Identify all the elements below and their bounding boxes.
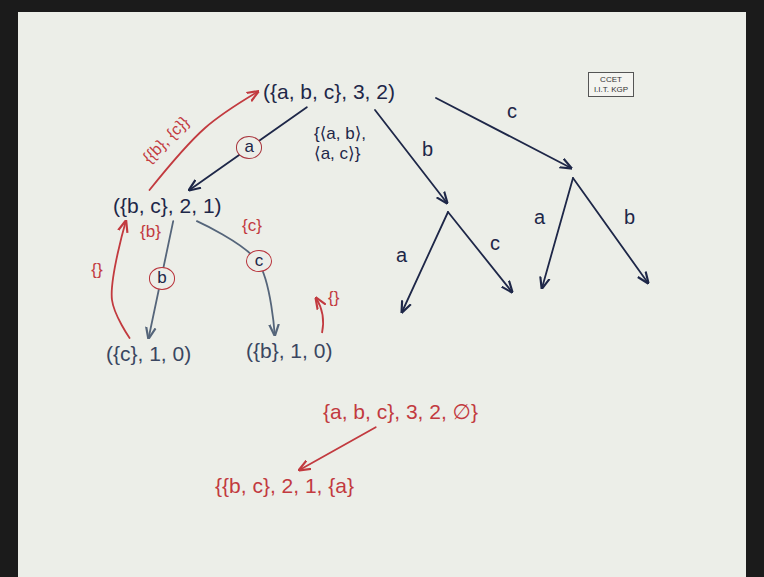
state-tuple: ({c}, 1, 0) [101,338,196,369]
branch-letter: b [420,138,435,161]
circled-move: b [149,267,176,290]
state-tuple: ({a, b, c}, 3, 2) [258,76,400,107]
node-text: CCET I.I.T. KGP [592,75,630,94]
tree-edge [189,107,306,190]
node-text: {{b, c}, 2, 1, {a} [215,473,354,498]
branch-line [436,98,571,168]
return-arrow [316,298,323,333]
logo-box: CCET I.I.T. KGP [588,72,634,97]
branch-letter: c [505,100,519,123]
node-text: ({b, c}, 2, 1) [113,193,222,218]
tree-edge [112,221,130,338]
tree-edge [299,427,375,470]
branch-line [542,178,573,288]
branch-letter: c [488,232,502,255]
node-text: ({a, b, c}, 3, 2) [263,79,395,104]
branch-line [375,110,447,203]
branch-line [573,178,648,283]
branch-letter: a [532,206,547,229]
whiteboard [18,12,746,577]
return-note: {} [89,261,104,280]
state-tuple: ({b, c}, 2, 1) [108,190,227,221]
branch-line [448,212,512,292]
edge-note: {⟨a, b⟩, ⟨a, c⟩} [312,124,384,163]
branch-letter: b [622,206,637,229]
circled-move: a [236,136,263,159]
state-tuple: {a, b, c}, 3, 2, ∅} [318,396,483,427]
return-note: {c} [240,216,264,236]
branch-letter: a [394,244,409,267]
tree-edge [197,221,275,335]
state-tuple: ({b}, 1, 0) [241,335,337,366]
node-text: ({c}, 1, 0) [106,341,191,366]
node-text: ({b}, 1, 0) [246,338,332,363]
return-note: {b} [138,222,163,242]
node-text: {a, b, c}, 3, 2, ∅} [323,399,478,424]
return-note: {} [326,288,341,308]
state-tuple: {{b, c}, 2, 1, {a} [210,470,359,501]
